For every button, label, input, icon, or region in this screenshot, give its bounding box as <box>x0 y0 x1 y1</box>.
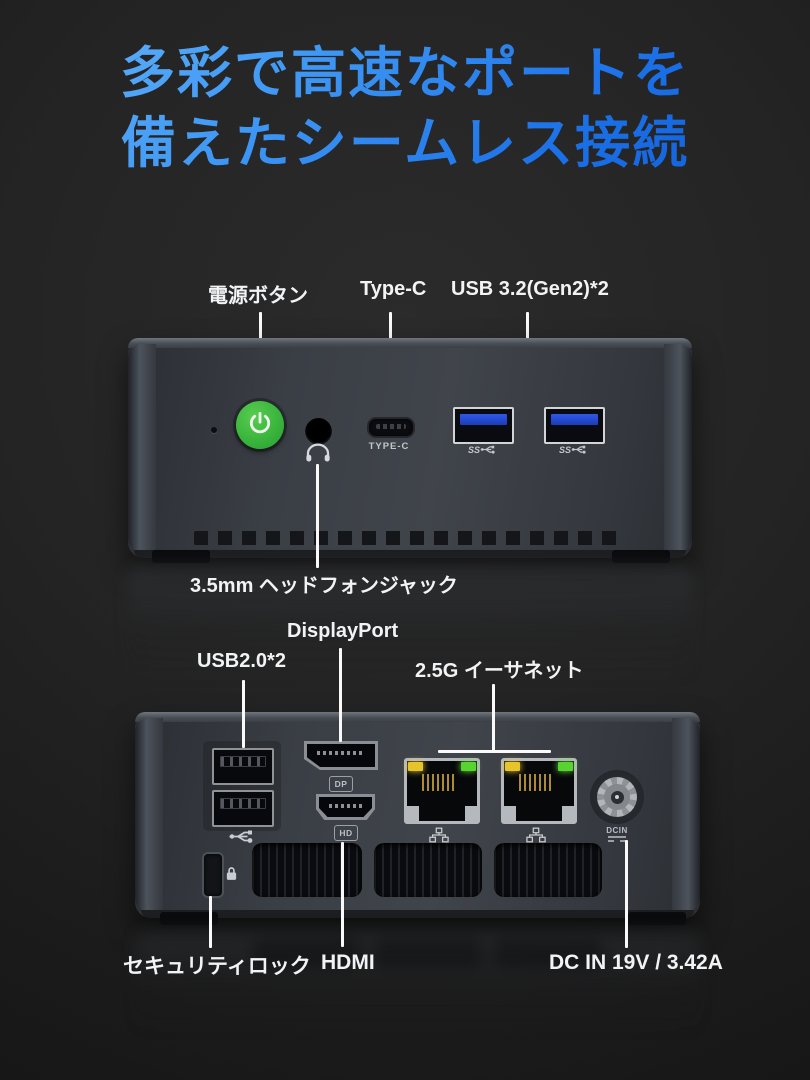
rear-foot-right <box>628 912 686 925</box>
front-left-corner <box>128 344 156 552</box>
page-title: 多彩で高速なポートを 備えたシームレス接続 <box>0 38 810 178</box>
usb3-port-2 <box>544 407 605 444</box>
usb3-port-1-marking: SS <box>451 445 512 455</box>
dc-in-marking: DCIN <box>606 826 628 835</box>
reflection-ghost <box>494 938 602 968</box>
network-icon <box>428 826 450 844</box>
type-c-pins <box>376 424 406 429</box>
dc-in-barrel <box>604 784 630 810</box>
ethernet-port-1 <box>404 758 480 824</box>
ethernet-1-green-led <box>461 762 476 771</box>
dc-in-hole <box>610 790 624 804</box>
dc-in-ring <box>597 777 637 817</box>
ss-label: SS <box>558 445 571 455</box>
front-top-edge <box>128 338 692 348</box>
ethernet-2-pins <box>519 774 553 791</box>
mini-pc-rear-view: DP HD <box>135 712 700 918</box>
rear-vent-grille-1 <box>252 843 362 897</box>
ethernet-1-frame-tab <box>465 806 477 821</box>
headphone-jack <box>305 418 332 445</box>
rear-vent-grille-2 <box>374 843 482 897</box>
network-icon <box>525 826 547 844</box>
callout-power-label: 電源ボタン <box>208 285 308 307</box>
front-right-corner <box>664 344 692 552</box>
rear-foot-left <box>160 912 218 925</box>
displayport-marking: DP <box>329 776 353 792</box>
usb2-port-1-pins <box>220 756 266 767</box>
callout-security-line <box>209 896 212 948</box>
rear-vent-grille-3 <box>494 843 602 897</box>
usb-trident-icon <box>227 828 255 844</box>
security-lock-slot <box>202 852 224 898</box>
reset-pinhole <box>211 427 217 433</box>
dc-polarity-icon <box>608 836 626 842</box>
hdmi-marking: HD <box>334 825 358 841</box>
callout-usb32-label: USB 3.2(Gen2)*2 <box>451 278 609 300</box>
usb-trident-small-icon <box>480 445 495 455</box>
usb3-port-1-tongue <box>460 414 507 425</box>
front-vent-slots <box>194 531 626 545</box>
callout-ethernet-label: 2.5G イーサネット <box>415 660 584 682</box>
type-c-port <box>367 417 415 438</box>
reflection-ghost <box>374 938 482 968</box>
type-c-marking: TYPE-C <box>368 441 410 452</box>
displayport-pins <box>317 751 365 755</box>
callout-headphone-label: 3.5mm ヘッドフォンジャック <box>190 575 458 597</box>
ethernet-2-frame-tab <box>504 806 516 821</box>
mini-pc-front-view: TYPE-C SS SS <box>128 338 692 558</box>
usb3-port-2-marking: SS <box>542 445 603 455</box>
displayport-port <box>304 741 378 770</box>
ethernet-2-yellow-led <box>505 762 520 771</box>
front-foot-right <box>612 550 670 563</box>
rear-reflection <box>135 930 700 1035</box>
callout-usb20-line <box>242 680 245 748</box>
title-line-2: 備えたシームレス接続 <box>120 112 690 174</box>
rear-bottom-edge <box>141 910 694 918</box>
callout-typec-label: Type-C <box>360 278 427 300</box>
front-bottom-edge <box>134 550 686 558</box>
usb3-port-1 <box>453 407 514 444</box>
ethernet-2-green-led <box>558 762 573 771</box>
callout-dcin-line <box>625 840 628 948</box>
callout-dcin-label: DC IN 19V / 3.42A <box>549 951 723 974</box>
callout-hdmi-line <box>341 842 344 947</box>
headphone-icon <box>300 442 336 462</box>
callout-displayport-label: DisplayPort <box>287 620 399 642</box>
callout-ethernet-bar <box>438 750 551 753</box>
usb2-port-2 <box>212 790 274 827</box>
hdmi-cavity <box>319 797 372 817</box>
dc-in-pin <box>615 795 619 799</box>
ethernet-port-2 <box>501 758 577 824</box>
power-button <box>236 401 284 449</box>
callout-security-label: セキュリティロック <box>123 955 311 978</box>
rear-top-edge <box>135 712 700 722</box>
usb2-port-2-pins <box>220 798 266 809</box>
hdmi-pins <box>329 804 362 808</box>
usb3-port-2-tongue <box>551 414 598 425</box>
ethernet-2-frame-tab <box>562 806 574 821</box>
hdmi-port <box>316 794 375 820</box>
usb2-port-1 <box>212 748 274 785</box>
rear-right-corner <box>672 718 700 912</box>
callout-headphone-line <box>316 464 319 568</box>
ethernet-1-yellow-led <box>408 762 423 771</box>
front-foot-left <box>152 550 210 563</box>
rear-left-corner <box>135 718 163 912</box>
ss-label: SS <box>467 445 480 455</box>
front-reflection <box>128 564 692 682</box>
ethernet-1-pins <box>422 774 456 791</box>
displayport-cavity <box>307 744 375 767</box>
ethernet-1-frame-tab <box>407 806 419 821</box>
callout-hdmi-label: HDMI <box>321 951 375 974</box>
power-icon <box>247 410 273 441</box>
lock-icon <box>224 864 239 881</box>
dc-in-port <box>590 770 644 824</box>
usb-trident-small-icon <box>571 445 586 455</box>
title-line-1: 多彩で高速なポートを <box>119 42 690 104</box>
callout-displayport-line <box>339 648 342 742</box>
callout-usb20-label: USB2.0*2 <box>197 650 286 672</box>
callout-ethernet-line <box>492 684 495 751</box>
